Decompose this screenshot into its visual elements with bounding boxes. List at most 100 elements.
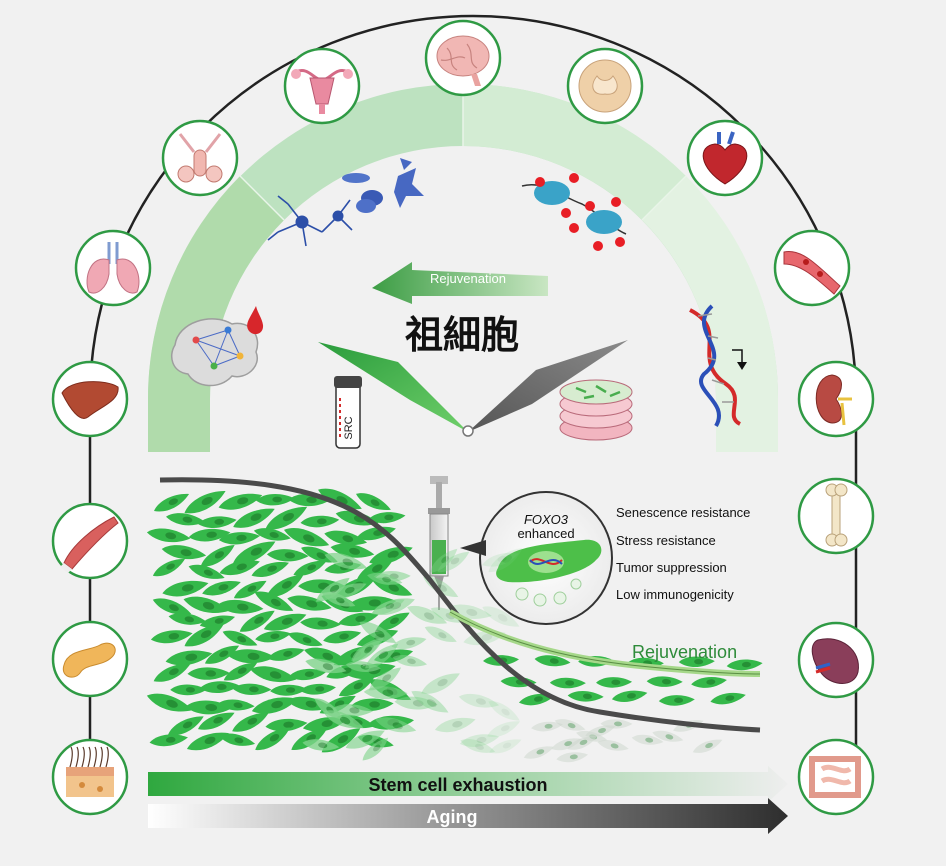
property-item: Tumor suppression xyxy=(616,560,727,575)
foxo3-inset xyxy=(460,491,613,625)
organ-circle xyxy=(797,738,875,816)
stem-cell xyxy=(149,734,188,747)
organ-circle xyxy=(283,47,361,125)
stem-cell xyxy=(152,598,192,615)
stem-cell xyxy=(531,721,563,732)
stem-cell xyxy=(362,737,389,761)
property-item: Senescence resistance xyxy=(616,505,750,520)
stem-cell xyxy=(293,560,327,576)
stem-cell xyxy=(251,697,298,714)
exhaustion-label: Stem cell exhaustion xyxy=(368,775,547,795)
stem-cell xyxy=(154,493,190,512)
stem-cell xyxy=(710,692,746,705)
stem-cell xyxy=(217,699,255,711)
organ-circle xyxy=(686,119,764,197)
stem-cell xyxy=(482,606,520,627)
stem-cell xyxy=(678,656,715,668)
organ-circle xyxy=(161,119,239,197)
vial-label: SRC xyxy=(343,416,355,439)
stem-cell xyxy=(658,695,695,706)
petri-dish-icon xyxy=(559,379,633,441)
stem-cell xyxy=(170,684,207,696)
stem-cell xyxy=(265,718,308,732)
stem-cell xyxy=(322,710,364,729)
stem-cell xyxy=(200,545,235,567)
stem-cell xyxy=(152,558,185,577)
organ-circle xyxy=(424,19,502,97)
stem-cell xyxy=(265,506,308,530)
stem-cell xyxy=(424,626,457,643)
stem-cell xyxy=(596,677,633,688)
rejuvenation-curve-outline xyxy=(449,611,761,675)
organ-circle xyxy=(797,360,875,438)
stem-cell xyxy=(165,650,213,666)
stem-cell xyxy=(197,516,237,529)
stem-cell xyxy=(585,725,616,738)
stem-cell xyxy=(324,552,368,570)
stem-cell xyxy=(302,739,340,751)
stem-cell xyxy=(365,643,399,669)
stem-cell xyxy=(367,572,403,585)
stem-cell xyxy=(567,736,597,750)
stem-cell xyxy=(146,693,193,712)
stem-cell-exhaustion-bar xyxy=(148,766,788,802)
uterus-icon xyxy=(291,69,353,114)
stem-cell xyxy=(239,610,275,632)
stem-cell xyxy=(150,630,193,644)
stem-cell xyxy=(646,676,683,687)
stem-cell xyxy=(459,734,500,747)
stem-cell xyxy=(255,631,292,643)
stem-cell xyxy=(437,551,470,573)
heart-icon xyxy=(702,131,748,185)
stem-cell xyxy=(692,739,723,753)
stem-cell xyxy=(407,606,448,624)
stem-cell xyxy=(267,648,305,661)
stem-cell xyxy=(250,666,297,682)
blood-drop-icon xyxy=(247,306,264,335)
stem-cell xyxy=(554,719,586,731)
stem-cell xyxy=(691,676,727,688)
lung-icon xyxy=(86,242,140,294)
aging-label: Aging xyxy=(427,807,478,827)
enhanced-label: enhanced xyxy=(517,526,574,541)
organ-circle xyxy=(51,360,129,438)
therapy-arc xyxy=(147,83,779,452)
stem-cell xyxy=(371,599,405,615)
pancreas-icon xyxy=(62,642,116,678)
stem-cell xyxy=(223,662,258,681)
stem-cells-field xyxy=(146,488,763,763)
aging-decline-curve xyxy=(159,477,761,733)
stem-cell xyxy=(567,690,604,702)
stem-cell xyxy=(232,541,276,565)
stem-cell xyxy=(287,595,332,611)
blood-vessel-icon xyxy=(783,250,841,295)
stem-cell xyxy=(482,552,519,567)
stem-cell xyxy=(198,712,235,730)
stem-cell xyxy=(183,596,230,613)
stem-cell xyxy=(489,739,522,754)
stem-cell xyxy=(323,630,362,644)
stem-cell xyxy=(375,717,417,733)
stem-cell xyxy=(391,637,427,650)
stem-cell xyxy=(186,732,229,751)
stem-cell xyxy=(611,690,648,702)
stem-cell xyxy=(368,512,406,524)
brain-icon xyxy=(436,35,490,86)
stem-cell xyxy=(534,655,571,667)
stem-cell xyxy=(488,701,520,721)
dna-helix-icon xyxy=(689,304,747,428)
stem-cell xyxy=(199,615,236,628)
gene-label: FOXO3 xyxy=(524,512,569,527)
stem-cell xyxy=(458,694,500,708)
stem-cell xyxy=(304,647,348,664)
stem-cell xyxy=(631,734,664,745)
arc-rejuvenation-arrow xyxy=(372,262,548,304)
stem-cell xyxy=(338,677,375,697)
aging-bar xyxy=(148,798,788,834)
stem-cell xyxy=(219,733,256,746)
intestine-icon xyxy=(809,756,861,798)
brain-network-icon xyxy=(171,318,259,387)
stem-cell xyxy=(300,617,341,630)
organ-circle xyxy=(566,47,644,125)
